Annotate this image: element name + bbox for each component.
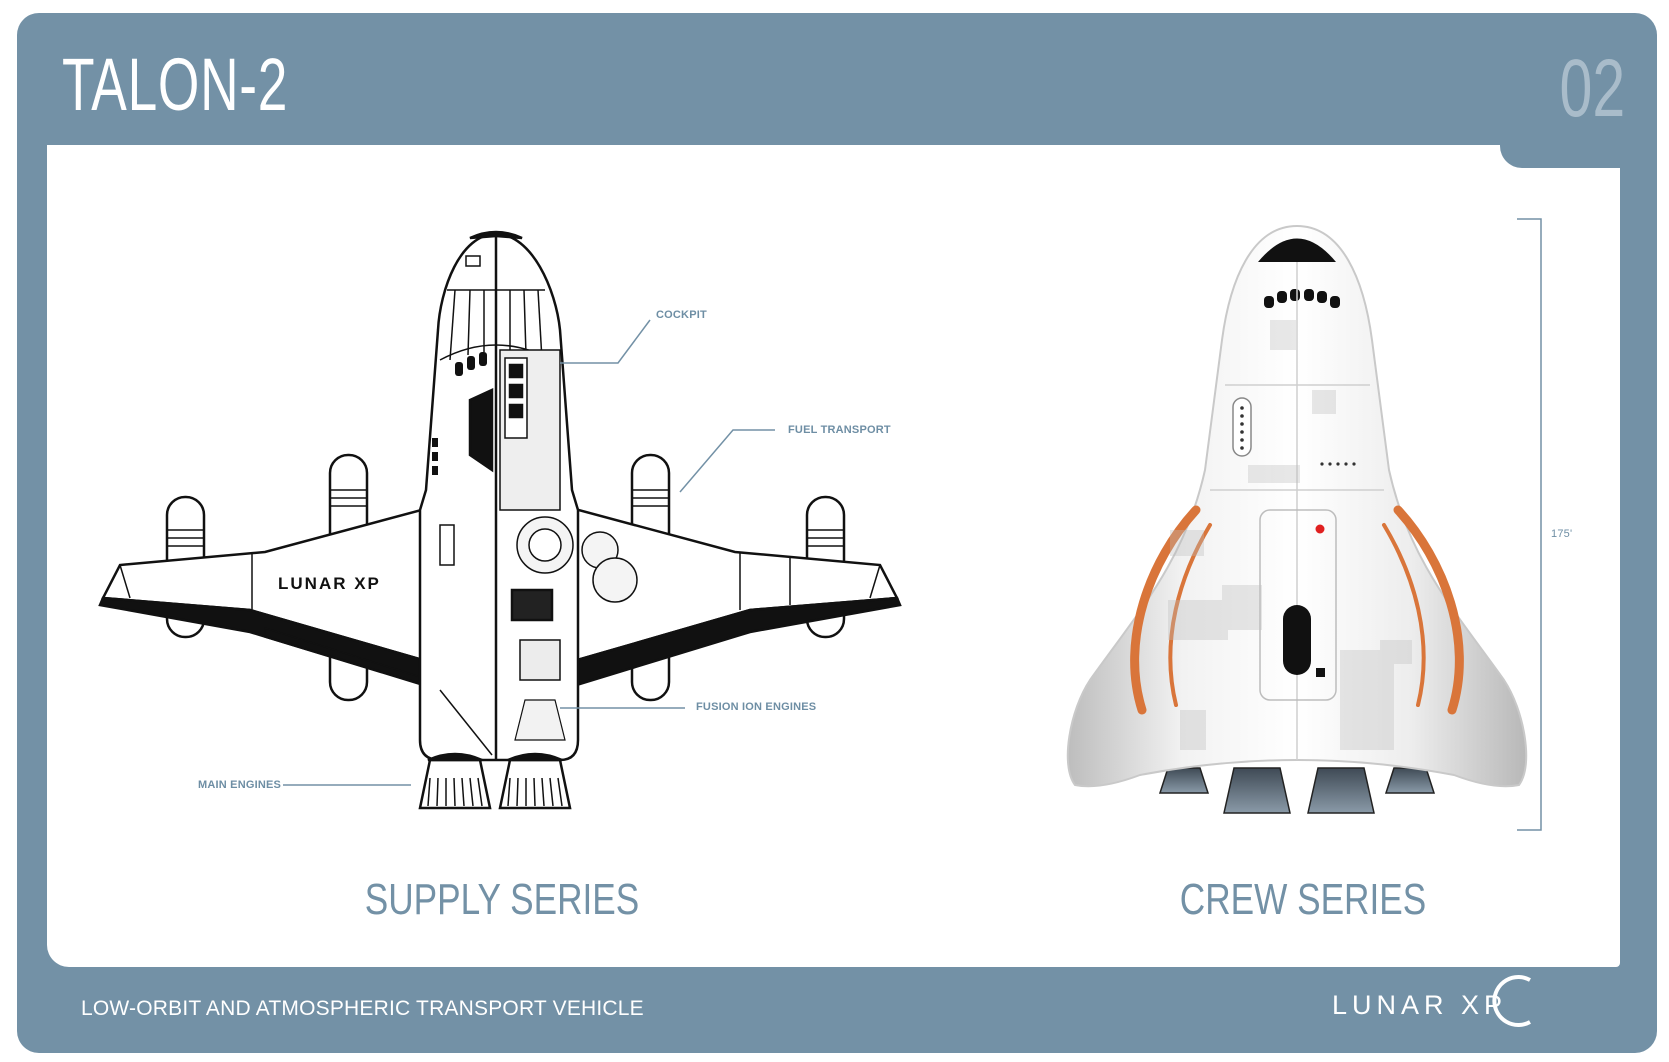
footer-logo bbox=[1492, 975, 1531, 1027]
crew-ship bbox=[1066, 224, 1528, 814]
height-bracket bbox=[1517, 218, 1542, 831]
crew-series-label: CREW SERIES bbox=[1179, 875, 1427, 924]
callout-lines bbox=[283, 319, 775, 786]
supply-series-label: SUPPLY SERIES bbox=[364, 875, 640, 924]
callout-fusion-ion-engines: FUSION ION ENGINES bbox=[696, 701, 817, 713]
page-title: TALON-2 bbox=[62, 43, 289, 126]
crew-engines bbox=[1158, 767, 1436, 814]
callout-fuel-transport: FUEL TRANSPORT bbox=[788, 424, 891, 436]
footer-logo-text: LUNAR XP bbox=[1332, 990, 1508, 1020]
corner-tab bbox=[1500, 130, 1625, 168]
wing-brand: LUNAR XP bbox=[278, 574, 381, 593]
page-number: 02 bbox=[1559, 43, 1625, 134]
left-wing bbox=[98, 503, 442, 692]
status-light bbox=[1315, 524, 1325, 534]
footer-subtitle: LOW-ORBIT AND ATMOSPHERIC TRANSPORT VEHI… bbox=[81, 997, 644, 1020]
callout-cockpit: COCKPIT bbox=[656, 309, 707, 321]
main-engines bbox=[418, 752, 572, 810]
cockpit-windows bbox=[432, 352, 487, 475]
callout-main-engines: MAIN ENGINES bbox=[198, 779, 282, 791]
supply-ship bbox=[98, 230, 902, 810]
height-label: 175' bbox=[1551, 528, 1573, 540]
cutaway-interior bbox=[468, 349, 638, 741]
